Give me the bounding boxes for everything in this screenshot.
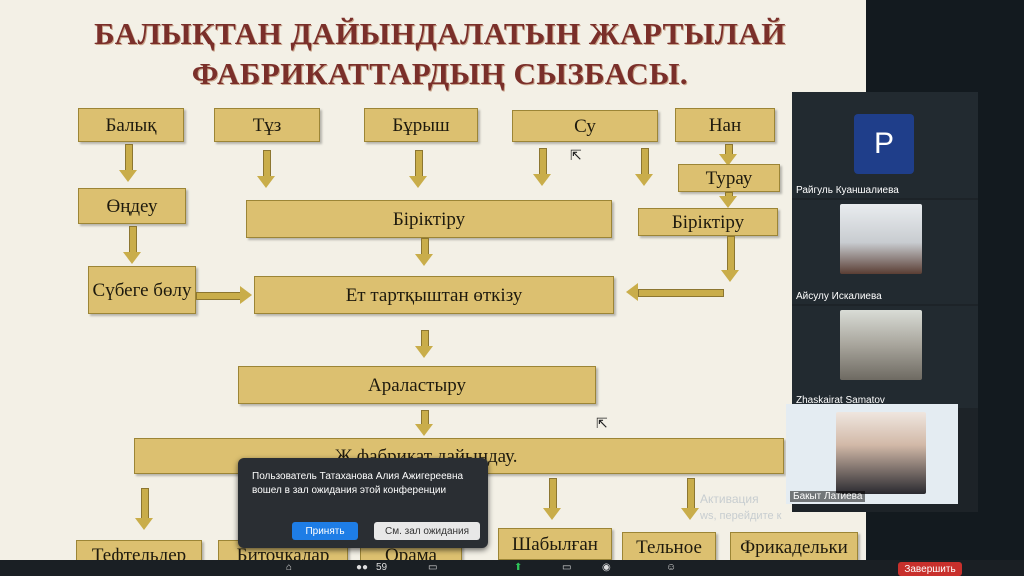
- activation-watermark-detail: ws, перейдите к: [700, 510, 782, 522]
- activation-watermark: Активация: [700, 492, 759, 506]
- step-cutting: Турау: [678, 164, 780, 192]
- step-processing: Өңдеу: [78, 188, 186, 224]
- slide-title-line1: БАЛЫҚТАН ДАЙЫНДАЛАТЫН ЖАРТЫЛАЙ: [94, 16, 786, 51]
- input-bread: Нан: [675, 108, 775, 142]
- notification-message: Пользователь Татаханова Алия Ажигереевна…: [252, 471, 464, 496]
- share-screen-icon[interactable]: ⬆: [514, 562, 523, 573]
- participants-panel: P Райгуль Куаншалиева Айсулу Искалиева Z…: [786, 92, 978, 512]
- participants-count[interactable]: 59: [376, 562, 388, 573]
- step-mince: Ет тартқыштан өткізу: [254, 276, 614, 314]
- participant-name: Райгуль Куаншалиева: [796, 185, 899, 196]
- meeting-toolbar: ⌂ ●● 59 ▭ ⬆ ▭ ◉ ☺: [0, 560, 1024, 576]
- participant-name: Бакыт Латиева: [790, 491, 866, 502]
- avatar: P: [854, 114, 914, 174]
- waiting-room-notification: Пользователь Татаханова Алия Ажигереевна…: [238, 458, 488, 548]
- participants-icon[interactable]: ●●: [356, 562, 369, 573]
- product-4: Шабылған: [498, 528, 612, 560]
- input-pepper: Бұрыш: [364, 108, 478, 142]
- slide-title: БАЛЫҚТАН ДАЙЫНДАЛАТЫН ЖАРТЫЛАЙ ФАБРИКАТТ…: [60, 14, 820, 94]
- record-dot-icon[interactable]: ◉: [602, 562, 611, 573]
- video-feed: [840, 310, 922, 380]
- accept-button[interactable]: Принять: [292, 522, 358, 540]
- slide-screen: БАЛЫҚТАН ДАЙЫНДАЛАТЫН ЖАРТЫЛАЙ ФАБРИКАТТ…: [0, 0, 866, 570]
- security-icon[interactable]: ⌂: [286, 562, 293, 573]
- video-feed: [836, 412, 926, 494]
- participant-name: Zhaskairat Samatov: [796, 395, 885, 406]
- step-combine-right: Біріктіру: [638, 208, 778, 236]
- step-combine-main: Біріктіру: [246, 200, 612, 238]
- video-feed: [840, 204, 922, 274]
- participant-tile[interactable]: P Райгуль Куаншалиева: [792, 92, 978, 198]
- mouse-cursor-icon: ⇱: [570, 149, 582, 164]
- mouse-cursor-icon: ⇱: [596, 417, 608, 432]
- chat-icon[interactable]: ▭: [428, 562, 438, 573]
- participant-tile[interactable]: Айсулу Искалиева: [792, 200, 978, 304]
- product-5: Тельное: [622, 532, 716, 562]
- end-meeting-button[interactable]: Завершить: [898, 562, 962, 576]
- product-6: Фрикадельки: [730, 532, 858, 562]
- record-icon[interactable]: ▭: [562, 562, 572, 573]
- participant-tile-active[interactable]: Бакыт Латиева: [786, 404, 958, 504]
- participant-name: Айсулу Искалиева: [796, 291, 882, 302]
- slide-title-line2: ФАБРИКАТТАРДЫҢ СЫЗБАСЫ.: [191, 56, 689, 91]
- input-water: Су: [512, 110, 658, 142]
- participant-tile[interactable]: Zhaskairat Samatov: [792, 306, 978, 408]
- step-mix: Араластыру: [238, 366, 596, 404]
- view-waiting-room-button[interactable]: См. зал ожидания: [374, 522, 480, 540]
- input-fish: Балық: [78, 108, 184, 142]
- reactions-icon[interactable]: ☺: [666, 562, 677, 573]
- input-salt: Тұз: [214, 108, 320, 142]
- step-fillet: Сүбеге бөлу: [88, 266, 196, 314]
